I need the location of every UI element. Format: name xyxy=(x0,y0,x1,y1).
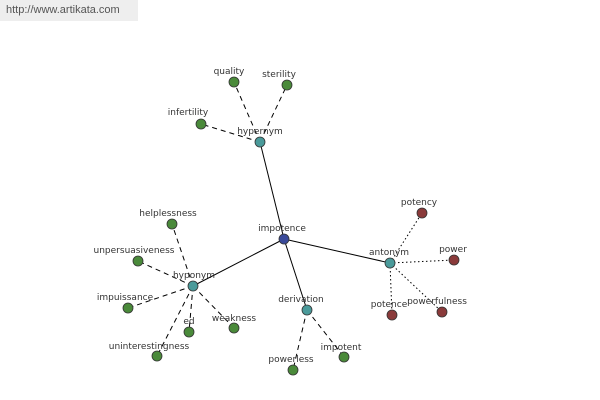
edge-hyponym-term xyxy=(171,223,194,287)
relation-node-hypernym[interactable] xyxy=(254,136,266,148)
edge-antonym-term xyxy=(389,212,423,264)
edge-derivation-term xyxy=(292,309,308,371)
edge-antonym-term xyxy=(389,259,455,264)
edge-hypernym-term xyxy=(233,81,261,143)
term-node[interactable] xyxy=(151,350,163,362)
term-node[interactable] xyxy=(166,218,178,230)
term-label[interactable]: powerfulness xyxy=(407,297,467,307)
relation-node-hyponym[interactable] xyxy=(187,280,199,292)
term-node[interactable] xyxy=(448,254,460,266)
term-label[interactable]: impotent xyxy=(321,343,362,353)
edge-hyponym-term xyxy=(192,285,235,329)
term-label[interactable]: ed xyxy=(183,317,194,327)
term-label[interactable]: uninterestingness xyxy=(109,342,190,352)
graph-labels: quality sterility infertility hypernym helpl… xyxy=(94,67,468,365)
term-label[interactable]: impuissance xyxy=(97,293,154,303)
term-node[interactable] xyxy=(228,322,240,334)
edge-hyponym-term xyxy=(188,285,194,333)
edge-center-hypernym xyxy=(259,141,285,240)
edge-hyponym-term xyxy=(156,285,194,357)
relation-node-derivation[interactable] xyxy=(301,304,313,316)
term-label[interactable]: helplessness xyxy=(139,209,197,219)
edge-antonym-term xyxy=(389,262,393,316)
term-node[interactable] xyxy=(195,118,207,130)
edge-derivation-term xyxy=(306,309,345,358)
relation-label-derivation[interactable]: derivation xyxy=(278,295,324,305)
term-label[interactable]: sterility xyxy=(262,70,296,80)
edge-hypernym-term xyxy=(200,123,261,143)
edge-center-antonym xyxy=(283,238,391,264)
term-label[interactable]: infertility xyxy=(168,108,209,118)
relation-label-hypernym[interactable]: hypernym xyxy=(237,127,283,137)
relation-node-antonym[interactable] xyxy=(384,257,396,269)
term-node[interactable] xyxy=(228,76,240,88)
term-node[interactable] xyxy=(281,79,293,91)
term-node[interactable] xyxy=(132,255,144,267)
edge-hyponym-term xyxy=(137,260,194,287)
graph-nodes xyxy=(122,76,460,376)
term-node[interactable] xyxy=(338,351,350,363)
relation-label-hyponym[interactable]: hyponym xyxy=(173,271,215,281)
term-node[interactable] xyxy=(436,306,448,318)
edge-center-derivation xyxy=(283,238,308,311)
term-label[interactable]: quality xyxy=(214,67,245,77)
center-label[interactable]: impotence xyxy=(258,224,306,234)
edge-center-hyponym xyxy=(192,238,285,287)
term-node[interactable] xyxy=(416,207,428,219)
source-url[interactable]: http://www.artikata.com xyxy=(0,0,138,21)
term-label[interactable]: powerless xyxy=(268,355,314,365)
edge-hypernym-term xyxy=(259,84,288,143)
term-node[interactable] xyxy=(386,309,398,321)
graph-edges xyxy=(127,81,455,371)
edge-hyponym-term xyxy=(127,285,194,309)
term-label[interactable]: weakness xyxy=(212,314,257,324)
term-label[interactable]: potence xyxy=(371,300,408,310)
term-node[interactable] xyxy=(122,302,134,314)
term-node[interactable] xyxy=(287,364,299,376)
term-label[interactable]: potency xyxy=(401,198,438,208)
term-label[interactable]: unpersuasiveness xyxy=(94,246,175,256)
term-node[interactable] xyxy=(183,326,195,338)
center-node[interactable] xyxy=(278,233,290,245)
term-label[interactable]: power xyxy=(439,245,467,255)
relation-label-antonym[interactable]: antonym xyxy=(369,248,409,258)
